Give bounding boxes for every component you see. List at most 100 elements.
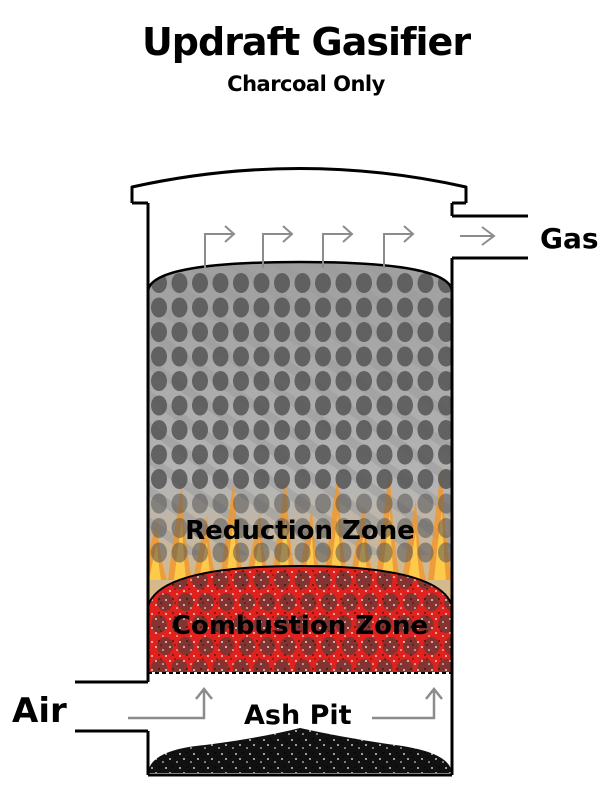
air-label: Air [12,691,67,731]
charcoal-piece [171,518,188,538]
charcoal-piece [233,322,249,342]
charcoal-piece [315,542,331,563]
flame-core [434,509,446,580]
charcoal-piece [315,444,331,465]
charcoal-piece [294,542,311,563]
charcoal-piece [356,420,372,440]
charcoal-piece [274,371,290,391]
charcoal-piece [315,322,331,342]
charcoal-piece [315,273,331,293]
charcoal-piece [438,469,452,489]
charcoal-piece [397,371,413,391]
charcoal-piece [253,518,270,538]
charcoal-piece [253,395,270,416]
gasifier-vessel [75,167,528,777]
charcoal-piece [417,444,434,465]
charcoal-piece [356,542,372,563]
charcoal-piece [417,395,434,416]
charcoal-piece [438,420,452,440]
air-arrow-right [372,686,443,720]
charcoal-piece [274,297,290,318]
charcoal-piece [212,444,229,465]
charcoal-piece [376,518,393,538]
charcoal-piece [397,395,413,416]
charcoal-piece [438,395,452,416]
charcoal-piece [151,444,167,465]
gas-outlet-arrow [460,226,496,246]
charcoal-piece [171,444,188,465]
charcoal-piece [376,542,393,563]
charcoal-piece [253,273,270,293]
charcoal-piece [335,542,352,563]
charcoal-piece [376,322,393,342]
charcoal-piece [212,322,229,342]
air-flow-arrows [128,686,443,720]
charcoal-piece [192,469,208,489]
charcoal-piece [294,346,311,367]
ash-pile [148,728,452,773]
charcoal-piece [335,346,352,367]
charcoal-piece [212,469,229,489]
charcoal-piece [212,420,229,440]
charcoal-piece [233,395,249,416]
charcoal-pieces [151,273,452,563]
charcoal-piece [192,493,208,514]
charcoal-piece [151,297,167,318]
reduction-zone-label: Reduction Zone [185,516,415,546]
gas-flow-arrows [204,225,415,268]
combustion-speckle [148,566,452,672]
charcoal-piece [233,444,249,465]
charcoal-piece [397,346,413,367]
gas-arrow [204,225,236,268]
charcoal-piece [171,420,188,440]
charcoal-piece [233,371,249,391]
charcoal-piece [438,371,452,391]
charcoal-piece [294,297,311,318]
charcoal-piece [171,395,188,416]
charcoal-piece [315,395,331,416]
charcoal-piece [356,273,372,293]
charcoal-piece [315,371,331,391]
charcoal-piece [274,542,290,563]
charcoal-piece [274,518,290,538]
charcoal-piece [151,395,167,416]
charcoal-piece [151,493,167,514]
charcoal-piece [253,297,270,318]
charcoal-piece [274,322,290,342]
charcoal-piece [233,493,249,514]
charcoal-piece [356,297,372,318]
charcoal-piece [253,371,270,391]
charcoal-piece [335,371,352,391]
charcoal-piece [315,493,331,514]
charcoal-piece [335,518,352,538]
charcoal-piece [397,297,413,318]
charcoal-piece [253,420,270,440]
charcoal-piece [212,518,229,538]
charcoal-piece [212,542,229,563]
charcoal-piece [274,273,290,293]
charcoal-piece [335,322,352,342]
charcoal-piece [294,493,311,514]
charcoal-piece [438,444,452,465]
charcoal-piece [192,273,208,293]
charcoal-piece [274,469,290,489]
charcoal-piece [253,322,270,342]
charcoal-piece [417,371,434,391]
charcoal-piece [438,493,452,514]
charcoal-piece [397,273,413,293]
charcoal-piece [315,469,331,489]
charcoal-piece [151,542,167,563]
charcoal-piece [171,346,188,367]
charcoal-piece [315,420,331,440]
charcoal-piece [397,542,413,563]
charcoal-piece [253,444,270,465]
ash-pit-label: Ash Pit [244,700,352,731]
charcoal-piece [253,542,270,563]
charcoal-piece [171,322,188,342]
charcoal-piece [171,273,188,293]
combustion-zone [148,566,452,672]
charcoal-piece [417,346,434,367]
charcoal-piece [294,469,311,489]
